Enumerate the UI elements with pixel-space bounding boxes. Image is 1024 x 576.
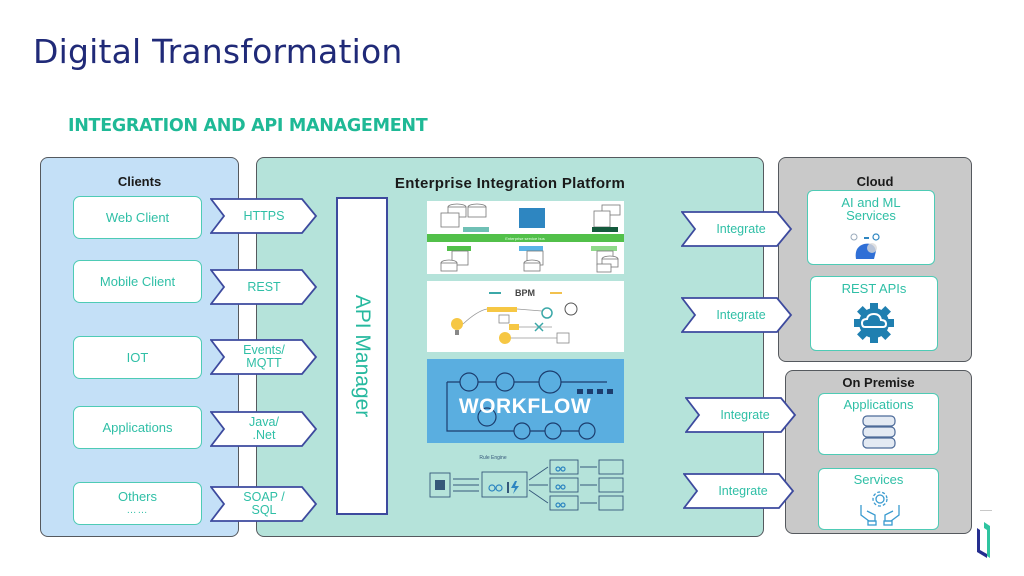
bpm-illustration-tile: BPM — [427, 281, 624, 352]
integrate-label: Integrate — [720, 407, 770, 422]
bpm-illustration-icon: BPM — [451, 288, 578, 344]
rule-engine-diagram-icon: Rule Engine — [429, 455, 624, 511]
cloud-item-ai-ml: AI and ML Services — [807, 190, 935, 265]
client-sublabel: …… — [126, 504, 149, 516]
integrate-chevron-services: Integrate — [683, 473, 795, 509]
protocol-chevron-soap-sql: SOAP / SQL — [210, 486, 318, 522]
client-label: Web Client — [105, 209, 170, 225]
chevron-arrow-icon — [681, 297, 793, 333]
enterprise-service-bus-icon: Enterprise service bus — [427, 203, 624, 273]
premise-item-applications: Applications — [818, 393, 939, 455]
protocol-label: SOAP / — [243, 490, 285, 504]
integrate-chevron-ai-ml: Integrate — [681, 211, 793, 247]
premise-item-services: Services — [818, 468, 939, 530]
database-icon — [862, 415, 896, 449]
cloud-item-label: AI and ML Services — [841, 195, 901, 223]
client-applications: Applications — [73, 406, 202, 449]
protocol-chevron-java-net: Java/ .Net — [210, 411, 318, 447]
integrate-chevron-rest-apis: Integrate — [681, 297, 793, 333]
cloud-panel-title: Cloud — [856, 174, 894, 189]
workflow-illustration-icon: WORKFLOW — [446, 370, 613, 440]
rule-engine-caption: Rule Engine — [479, 455, 506, 461]
chevron-arrow-icon — [681, 211, 793, 247]
hands-gear-icon — [860, 491, 900, 526]
rule-engine-diagram-tile: Rule Engine — [427, 450, 624, 516]
slide-title: Digital Transformation — [33, 32, 403, 71]
workflow-illustration-tile: WORKFLOW — [427, 359, 624, 443]
clients-panel: Clients Web Client Mobile Client IOT App… — [40, 157, 239, 537]
protocol-label: Java/ — [249, 415, 279, 429]
protocol-label: HTTPS — [243, 208, 285, 223]
protocol-label: MQTT — [246, 356, 282, 370]
integrate-label: Integrate — [716, 307, 766, 322]
bpm-label: BPM — [515, 288, 535, 298]
api-manager-bar: API Manager — [336, 197, 388, 515]
integrate-label: Integrate — [718, 483, 768, 498]
ai-head-icon — [850, 233, 880, 259]
chevron-arrow-icon — [685, 397, 797, 433]
chevron-arrow-icon — [210, 198, 318, 234]
protocol-label: .Net — [252, 428, 276, 442]
on-premise-panel-title: On Premise — [842, 375, 915, 390]
client-others: Others …… — [73, 482, 202, 525]
premise-item-label: Applications — [843, 397, 914, 412]
client-web: Web Client — [73, 196, 202, 239]
protocol-chevron-https: HTTPS — [210, 198, 318, 234]
protocol-chevron-mqtt: Events/ MQTT — [210, 339, 318, 375]
integrate-chevron-applications: Integrate — [685, 397, 797, 433]
chevron-arrow-icon — [210, 339, 318, 375]
esb-diagram-tile: Enterprise service bus — [427, 201, 624, 274]
protocol-label: SQL — [251, 503, 277, 517]
client-mobile: Mobile Client — [73, 260, 202, 303]
chevron-arrow-icon — [683, 473, 795, 509]
protocol-chevron-rest: REST — [210, 269, 318, 305]
protocol-label: REST — [247, 279, 281, 294]
cloud-item-label: REST APIs — [841, 281, 907, 296]
cloud-item-rest-apis: REST APIs — [810, 276, 938, 351]
client-label: Mobile Client — [99, 273, 176, 289]
api-manager-label: API Manager — [351, 294, 374, 418]
platform-panel-title: Enterprise Integration Platform — [394, 175, 626, 192]
workflow-label: WORKFLOW — [459, 395, 591, 418]
clients-panel-title: Clients — [117, 174, 162, 189]
client-label: Others — [117, 488, 157, 504]
divider-line — [980, 510, 992, 511]
chevron-arrow-icon — [210, 486, 318, 522]
client-iot: IOT — [73, 336, 202, 379]
cloud-gear-icon — [854, 303, 894, 343]
client-label: IOT — [126, 349, 149, 365]
protocol-label: Events/ — [243, 343, 285, 357]
company-logo-icon — [977, 522, 990, 558]
chevron-arrow-icon — [210, 411, 318, 447]
chevron-arrow-icon — [210, 269, 318, 305]
slide-subtitle: INTEGRATION AND API MANAGEMENT — [68, 116, 428, 136]
integrate-label: Integrate — [716, 221, 766, 236]
esb-bus-label: Enterprise service bus — [505, 236, 545, 241]
client-label: Applications — [102, 419, 173, 435]
premise-item-label: Services — [853, 472, 904, 487]
